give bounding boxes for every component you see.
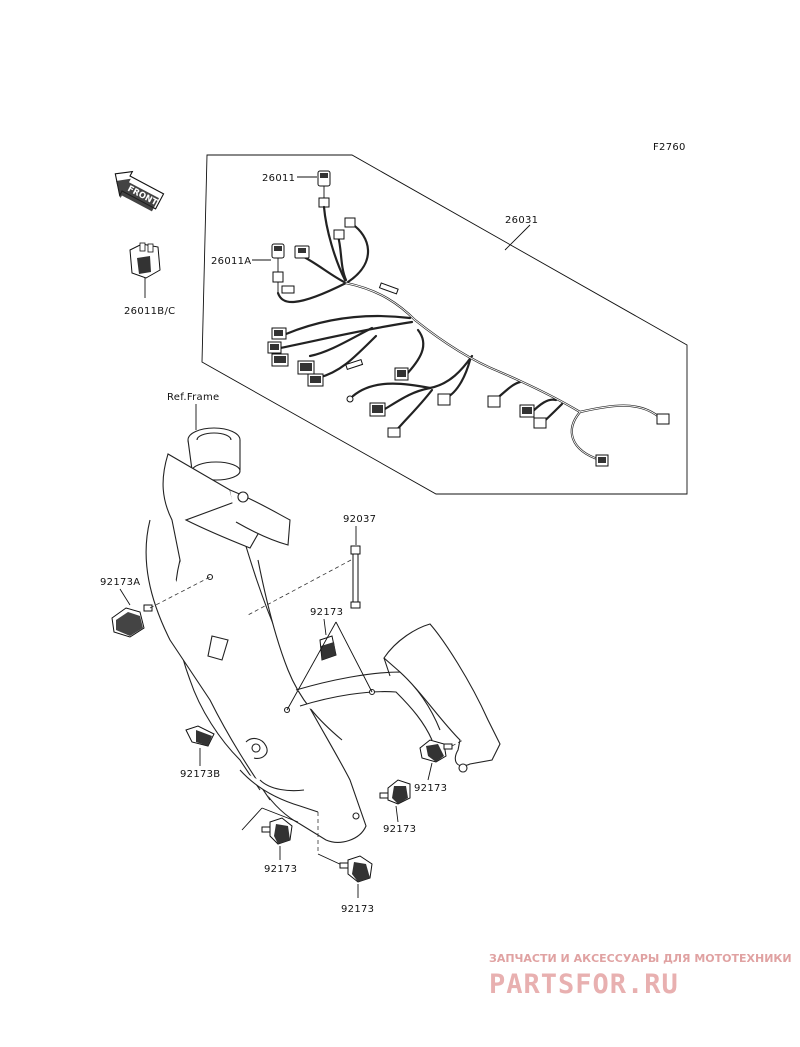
label-92173a: 92173A bbox=[100, 577, 140, 588]
watermark-tagline: ЗАПЧАСТИ И АКСЕССУАРЫ ДЛЯ МОТОТЕХНИКИ bbox=[489, 952, 792, 965]
relay-26011[interactable] bbox=[317, 170, 331, 208]
clamp-92173-bottom[interactable] bbox=[339, 855, 373, 883]
label-92173-1: 92173 bbox=[310, 607, 343, 618]
label-ref-frame: Ref.Frame bbox=[167, 392, 219, 403]
label-26011: 26011 bbox=[262, 173, 295, 184]
label-92037: 92037 bbox=[343, 514, 376, 525]
watermark-brand: PARTSFOR.RU bbox=[489, 969, 679, 1000]
label-26011a: 26011A bbox=[211, 256, 251, 267]
wiring-harness[interactable] bbox=[267, 205, 670, 467]
band-92037[interactable] bbox=[350, 545, 361, 609]
diagram-code: F2760 bbox=[653, 142, 686, 153]
clamp-92173-right[interactable] bbox=[419, 739, 453, 763]
label-92173-5: 92173 bbox=[341, 904, 374, 915]
clamp-92173b[interactable] bbox=[185, 725, 215, 747]
relay-26011bc[interactable] bbox=[129, 242, 161, 298]
label-26031: 26031 bbox=[505, 215, 538, 226]
clamp-92173-lower-left[interactable] bbox=[261, 817, 293, 845]
relay-26011a[interactable] bbox=[271, 243, 285, 293]
front-arrow-icon: FRONT bbox=[114, 170, 165, 212]
label-92173b: 92173B bbox=[180, 769, 220, 780]
label-92173-3: 92173 bbox=[383, 824, 416, 835]
motorcycle-frame bbox=[145, 427, 501, 843]
label-92173-2: 92173 bbox=[414, 783, 447, 794]
label-92173-4: 92173 bbox=[264, 864, 297, 875]
harness-panel bbox=[201, 154, 688, 495]
clamp-92173-right-lower[interactable] bbox=[379, 779, 411, 805]
clamp-92173-upper[interactable] bbox=[319, 635, 337, 661]
clamp-92173a[interactable] bbox=[111, 604, 153, 638]
label-26011bc: 26011B/C bbox=[124, 306, 175, 317]
